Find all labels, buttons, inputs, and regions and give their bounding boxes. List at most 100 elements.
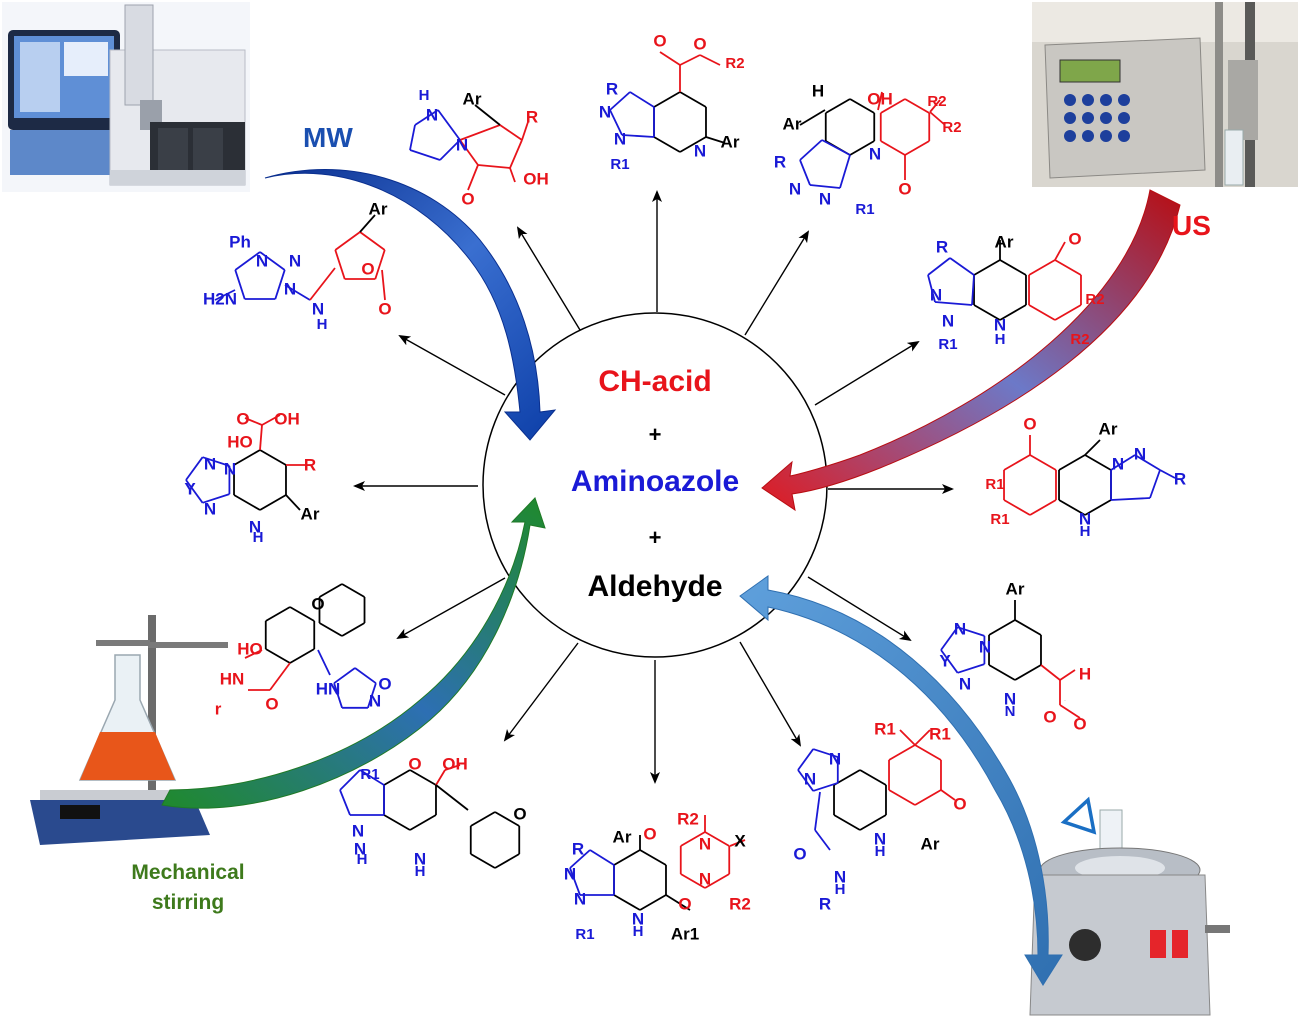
bond: [1134, 454, 1161, 471]
bond: [679, 91, 707, 108]
bond: [285, 494, 301, 511]
bond: [839, 154, 851, 189]
bond: [880, 98, 906, 114]
atom-label: N: [834, 867, 846, 886]
bond: [265, 648, 291, 664]
arrow-to-s10: [503, 642, 579, 742]
atom-label: N: [1004, 689, 1016, 708]
arrow-to-s8: [396, 577, 506, 639]
bond: [934, 301, 973, 306]
atom-label: O: [311, 594, 324, 613]
atom-label: R: [526, 107, 538, 126]
mechanical-line1: Mechanical: [131, 861, 245, 884]
atom-label: R2: [725, 55, 744, 72]
bond: [1110, 497, 1151, 501]
atom-label: R1: [575, 926, 594, 943]
bond: [334, 231, 361, 251]
atom-label: H: [633, 923, 644, 940]
bond: [833, 814, 861, 831]
bond: [1014, 664, 1042, 681]
bond: [704, 831, 730, 847]
bond: [234, 269, 246, 300]
bond: [333, 667, 356, 684]
atom-label: N: [574, 889, 586, 908]
bond: [940, 789, 956, 801]
bond: [971, 274, 975, 306]
bond: [1014, 619, 1042, 636]
atom-label: N: [789, 179, 801, 198]
bond: [341, 622, 365, 637]
bond: [202, 456, 230, 467]
bond: [1003, 454, 1031, 471]
stirring-arrow: [161, 497, 546, 809]
atom-label: Ar: [369, 199, 388, 218]
bond: [569, 867, 581, 896]
atom-label: R: [606, 79, 618, 98]
bond: [973, 259, 1001, 276]
atom-label: R1: [938, 336, 957, 353]
bond: [334, 249, 346, 280]
bond: [233, 494, 261, 511]
atom-label: R1: [610, 156, 629, 173]
atom-label: H: [419, 87, 430, 104]
bond: [333, 682, 343, 709]
atom-label: R2: [1070, 331, 1089, 348]
atom-label: O: [693, 34, 706, 53]
atom-label: R2: [677, 809, 699, 828]
atom-label: O: [653, 31, 666, 50]
bond: [613, 894, 641, 911]
bond: [467, 164, 479, 191]
bond: [699, 54, 721, 66]
bond: [521, 121, 529, 141]
mw-label: MW: [303, 122, 353, 154]
bond: [589, 849, 615, 866]
atom-label: R: [774, 152, 786, 171]
atom-label: R: [936, 237, 948, 256]
atom-label: H2N: [203, 289, 237, 308]
bond: [679, 54, 701, 66]
bond: [729, 839, 746, 847]
bond: [1029, 454, 1057, 471]
atom-label: N: [614, 129, 626, 148]
bond: [680, 873, 706, 889]
bond: [409, 769, 437, 786]
atom-label: OH: [442, 754, 468, 773]
bond: [999, 304, 1027, 321]
atom-label: HO: [227, 432, 253, 451]
bond: [289, 606, 315, 622]
bond: [494, 853, 520, 869]
atom-label: N: [869, 144, 881, 163]
atom-label: X: [734, 831, 746, 850]
atom-label: N: [1079, 509, 1091, 528]
bond: [1084, 439, 1101, 456]
bond: [639, 894, 667, 911]
atom-label: Ar: [995, 232, 1014, 251]
atom-label: O: [378, 299, 391, 318]
heating-arrow: [739, 575, 1063, 986]
bond: [957, 663, 985, 674]
atom-label: O: [513, 804, 526, 823]
stirrer-image: [30, 615, 228, 845]
arrow-to-s4: [398, 335, 506, 396]
atom-label: R: [304, 455, 316, 474]
bond: [1059, 669, 1076, 681]
atom-label: Ar: [783, 114, 802, 133]
atom-label: N: [694, 141, 706, 160]
bond: [244, 649, 263, 659]
atom-label: N: [699, 834, 711, 853]
reagent-aldehyde: Aldehyde: [587, 570, 723, 603]
bond: [269, 662, 291, 691]
bond: [259, 449, 287, 466]
bond: [659, 51, 681, 66]
atom-label: R2: [927, 93, 946, 110]
atom-label: N: [1112, 454, 1124, 473]
atom-label: R1: [929, 724, 951, 743]
atom-label: R1: [855, 201, 874, 218]
bond: [914, 789, 942, 806]
bond: [849, 98, 875, 114]
atom-label: OH: [523, 169, 549, 188]
